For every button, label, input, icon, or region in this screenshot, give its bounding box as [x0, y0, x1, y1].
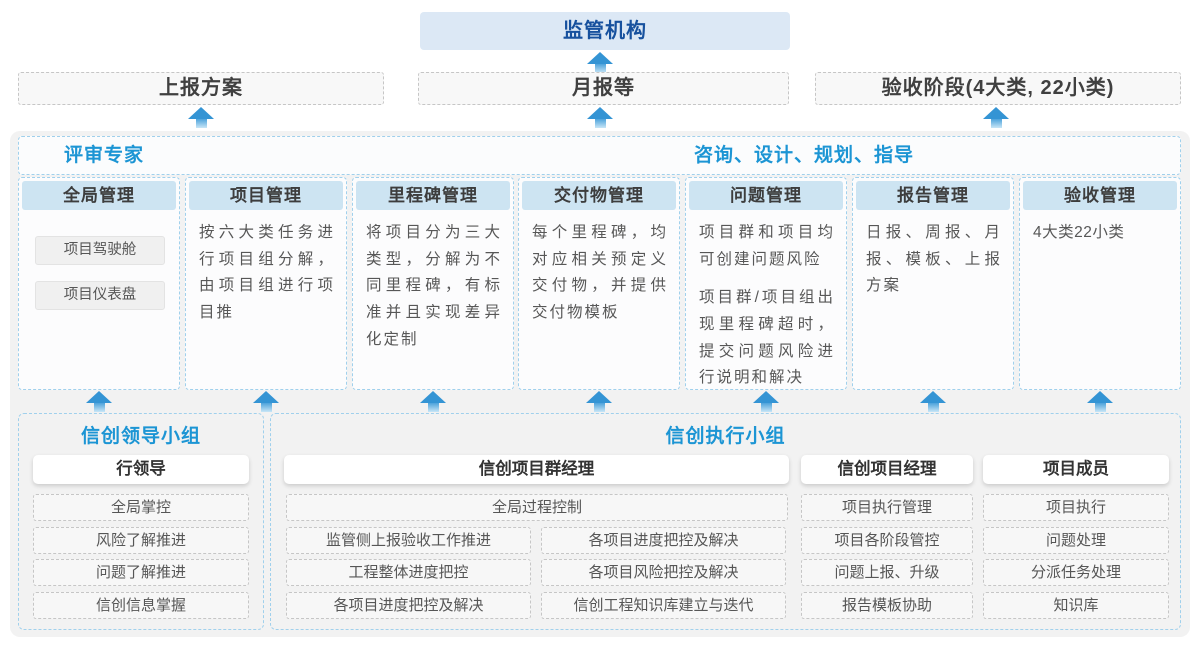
program-manager-item: 各项目进度把控及解决	[541, 527, 786, 554]
column-title: 交付物管理	[522, 181, 676, 210]
output-box-report-plan: 上报方案	[18, 72, 384, 105]
column-paragraph: 项目群/项目组出现里程碑超时，提交问题风险进行说明和解决	[699, 289, 835, 387]
program-manager-item: 各项目风险把控及解决	[541, 559, 786, 586]
role-box-project-member: 项目成员	[983, 455, 1169, 484]
program-manager-item: 信创工程知识库建立与迭代	[541, 592, 786, 619]
output-box-monthly-report: 月报等	[418, 72, 789, 105]
project-manager-item: 项目各阶段管控	[801, 527, 973, 554]
chip-project-dashboard: 项目仪表盘	[35, 281, 165, 310]
advisor-strip: 评审专家 咨询、设计、规划、指导	[18, 136, 1181, 175]
column-report-management: 报告管理 日报、周报、月报、模板、上报方案	[852, 177, 1014, 390]
regulator-box: 监管机构	[420, 12, 790, 50]
column-title: 全局管理	[22, 181, 176, 210]
role-box-project-manager: 信创项目经理	[801, 455, 973, 484]
leader-group: 信创领导小组 行领导 全局掌控 风险了解推进 问题了解推进 信创信息掌握	[18, 413, 264, 630]
program-manager-item: 工程整体进度把控	[286, 559, 531, 586]
member-item: 问题处理	[983, 527, 1169, 554]
program-manager-item: 全局过程控制	[286, 494, 788, 521]
up-arrow-icon	[1087, 391, 1113, 412]
project-manager-item: 问题上报、升级	[801, 559, 973, 586]
column-paragraph: 日报、周报、月报、模板、上报方案	[866, 224, 1002, 295]
up-arrow-icon	[920, 391, 946, 412]
execution-group: 信创执行小组 信创项目群经理 全局过程控制 监管侧上报验收工作推进 工程整体进度…	[270, 413, 1181, 630]
column-milestone-management: 里程碑管理 将项目分为三大类型，分解为不同里程碑，有标准并且实现差异化定制	[352, 177, 514, 390]
up-arrow-icon	[587, 52, 613, 73]
column-paragraph: 4大类22小类	[1033, 224, 1125, 241]
leader-item: 信创信息掌握	[33, 592, 249, 619]
column-paragraph: 项目群和项目均可创建问题风险	[699, 224, 835, 268]
column-title: 验收管理	[1023, 181, 1177, 210]
column-body: 将项目分为三大类型，分解为不同里程碑，有标准并且实现差异化定制	[353, 213, 513, 353]
project-manager-item: 项目执行管理	[801, 494, 973, 521]
column-global-management: 全局管理 项目驾驶舱 项目仪表盘	[18, 177, 180, 390]
column-paragraph: 每个里程碑，均对应相关预定义交付物，并提供交付物模板	[532, 224, 668, 321]
program-manager-item: 监管侧上报验收工作推进	[286, 527, 531, 554]
column-title: 项目管理	[189, 181, 343, 210]
up-arrow-icon	[86, 391, 112, 412]
output-box-acceptance-stage: 验收阶段(4大类, 22小类)	[815, 72, 1181, 105]
up-arrow-icon	[587, 107, 613, 128]
consulting-label: 咨询、设计、规划、指导	[694, 145, 915, 166]
column-project-management: 项目管理 按六大类任务进行项目组分解，由项目组进行项目推	[185, 177, 347, 390]
column-paragraph: 将项目分为三大类型，分解为不同里程碑，有标准并且实现差异化定制	[366, 224, 502, 348]
project-manager-item: 报告模板协助	[801, 592, 973, 619]
chip-project-cockpit: 项目驾驶舱	[35, 236, 165, 265]
column-title: 里程碑管理	[356, 181, 510, 210]
column-title: 问题管理	[689, 181, 843, 210]
column-body: 4大类22小类	[1020, 213, 1180, 247]
role-box-bank-leader: 行领导	[33, 455, 249, 484]
column-title: 报告管理	[856, 181, 1010, 210]
member-item: 项目执行	[983, 494, 1169, 521]
column-body: 每个里程碑，均对应相关预定义交付物，并提供交付物模板	[519, 213, 679, 327]
column-paragraph: 按六大类任务进行项目组分解，由项目组进行项目推	[199, 224, 335, 321]
up-arrow-icon	[586, 391, 612, 412]
leader-item: 全局掌控	[33, 494, 249, 521]
column-deliverable-management: 交付物管理 每个里程碑，均对应相关预定义交付物，并提供交付物模板	[518, 177, 680, 390]
review-experts-label: 评审专家	[64, 145, 145, 166]
up-arrow-icon	[253, 391, 279, 412]
up-arrow-icon	[983, 107, 1009, 128]
leader-item: 风险了解推进	[33, 527, 249, 554]
up-arrow-icon	[753, 391, 779, 412]
column-body: 日报、周报、月报、模板、上报方案	[853, 213, 1013, 300]
column-issue-management: 问题管理 项目群和项目均可创建问题风险 项目群/项目组出现里程碑超时，提交问题风…	[685, 177, 847, 390]
up-arrow-icon	[188, 107, 214, 128]
member-item: 分派任务处理	[983, 559, 1169, 586]
leader-group-title: 信创领导小组	[80, 426, 201, 447]
program-manager-item: 各项目进度把控及解决	[286, 592, 531, 619]
platform-panel: 评审专家 咨询、设计、规划、指导 全局管理 项目驾驶舱 项目仪表盘 项目管理 按…	[10, 131, 1190, 637]
up-arrow-icon	[420, 391, 446, 412]
leader-item: 问题了解推进	[33, 559, 249, 586]
column-body: 项目驾驶舱 项目仪表盘	[19, 213, 179, 310]
column-body: 项目群和项目均可创建问题风险 项目群/项目组出现里程碑超时，提交问题风险进行说明…	[686, 213, 846, 392]
execution-group-title: 信创执行小组	[665, 426, 786, 447]
role-box-program-manager: 信创项目群经理	[284, 455, 789, 484]
column-body: 按六大类任务进行项目组分解，由项目组进行项目推	[186, 213, 346, 327]
column-acceptance-management: 验收管理 4大类22小类	[1019, 177, 1181, 390]
member-item: 知识库	[983, 592, 1169, 619]
